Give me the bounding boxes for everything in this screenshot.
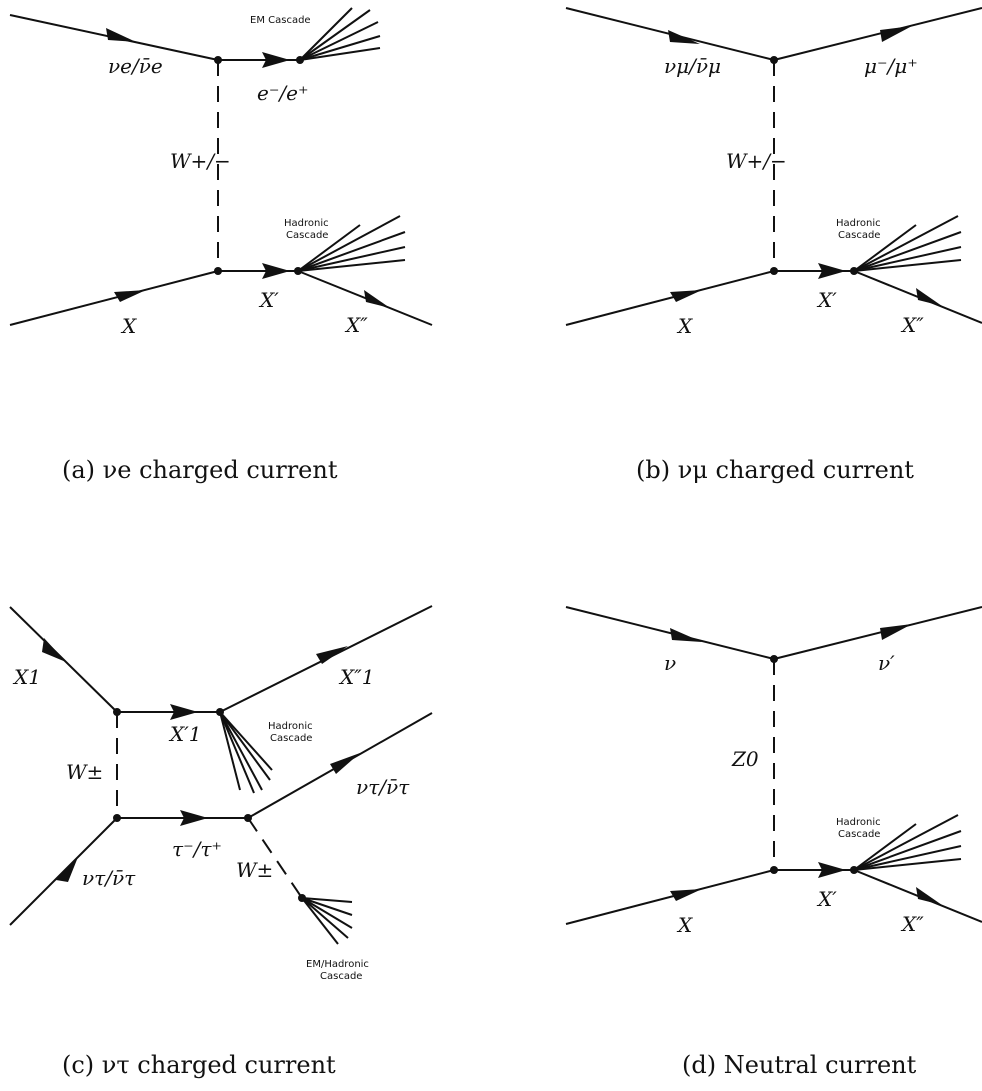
arrow-marker [106,28,136,42]
w-boson-left-label: W± [66,760,103,784]
nu-prime-label: ν′ [878,651,895,675]
hadronic-label-2: Cascade [838,230,880,241]
caption-c: (c) ντ charged current [62,1051,336,1079]
em-cascade-fan [299,7,381,61]
em-hadronic-label-2: Cascade [320,971,362,982]
x-in-line [565,270,775,326]
hadronic-label-1: Hadronic [836,218,881,229]
electron-label: e⁻/e⁺ [257,81,309,105]
w-boson-label: W+/− [170,149,231,173]
arrow-marker [42,638,66,662]
x-in-line [9,270,219,326]
arrow-marker [818,263,846,279]
arrow-marker [916,887,942,905]
w-boson-right-label: W± [236,858,273,882]
hadronic-cascade-fan [219,711,273,794]
nu-label: ν [664,651,676,675]
hadronic-cascade-fan [297,215,406,272]
hadronic-cascade-fan [853,814,962,871]
x1-prime-label: X′1 [168,722,202,746]
panel-b: νμ/ν̄μ μ⁻/μ⁺ W+/− Hadronic Cascade X X′ … [565,7,982,484]
nu-tau-out-label: ντ/ν̄τ [356,775,410,799]
caption-a: (a) νe charged current [62,456,338,484]
muon-line [773,7,982,61]
hadronic-cascade-fan [853,215,962,272]
nu-tau-in-line [9,817,118,926]
panel-d: ν ν′ Z0 Hadronic Cascade X X′ X″ (d) Neu… [565,606,982,1079]
x1-double-label: X″1 [338,665,374,689]
x-double-label: X″ [900,313,924,337]
arrow-marker [668,30,700,44]
muon-label: μ⁻/μ⁺ [864,54,918,78]
arrow-marker [670,290,702,302]
arrow-marker [670,889,702,901]
arrow-marker [880,624,912,640]
arrow-marker [262,263,290,279]
caption-d: (d) Neutral current [682,1051,917,1079]
nu-e-label: νe/ν̄e [108,54,163,78]
nu-in-line [565,606,775,660]
hadronic-label-1: Hadronic [268,721,313,732]
caption-b: (b) νμ charged current [636,456,914,484]
arrow-marker [364,290,390,308]
x-prime-label: X′ [816,288,837,312]
x-label: X [676,913,693,937]
arrow-marker [818,862,846,878]
x-double-label: X″ [344,313,368,337]
arrow-marker [316,646,348,664]
hadronic-label-1: Hadronic [284,218,329,229]
em-hadronic-cascade-fan [301,897,353,945]
arrow-marker [170,704,198,720]
x-in-line [565,869,775,925]
z-boson-label: Z0 [731,747,759,771]
nu-tau-in-label: ντ/ν̄τ [82,866,136,890]
tau-label: τ⁻/τ⁺ [172,837,222,861]
arrow-marker [916,288,942,306]
x-double-label: X″ [900,912,924,936]
arrow-marker [114,290,146,302]
x-prime-label: X′ [258,288,279,312]
arrow-marker [880,26,912,42]
x-label: X [120,314,137,338]
arrow-marker [262,52,290,68]
em-cascade-label: EM Cascade [250,15,311,26]
x-label: X [676,314,693,338]
arrow-marker [330,753,360,774]
w-boson-label: W+/− [726,149,787,173]
w-boson-right-line [247,817,303,899]
x-prime-label: X′ [816,887,837,911]
arrow-marker [180,810,208,826]
panel-a: νe/ν̄e e⁻/e⁺ W+/− EM Cascade Hadronic Ca… [9,7,433,484]
nu-out-line [773,606,982,660]
hadronic-label-2: Cascade [270,733,312,744]
x1-label: X1 [12,665,41,689]
arrow-marker [56,857,78,882]
nu-mu-label: νμ/ν̄μ [664,54,721,78]
hadronic-label-2: Cascade [286,230,328,241]
x-double-line [297,270,433,326]
hadronic-label-1: Hadronic [836,817,881,828]
arrow-marker [670,628,702,642]
panel-c: X1 X′1 X″1 W± W± ντ/ν̄τ τ⁻/τ⁺ ντ/ν̄τ Had… [9,605,433,1079]
em-hadronic-label-1: EM/Hadronic [306,959,369,970]
hadronic-label-2: Cascade [838,829,880,840]
